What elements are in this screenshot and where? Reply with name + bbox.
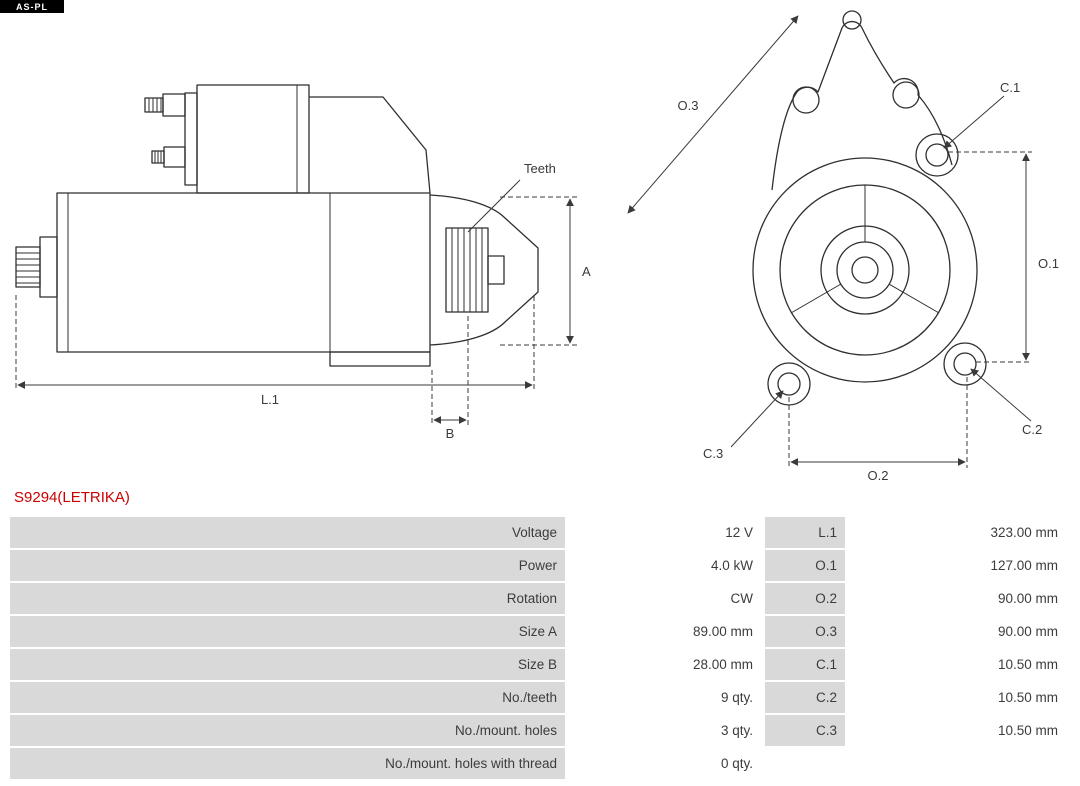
brand-logo-text: AS-PL (16, 1, 48, 12)
mount-hole-c2 (953, 352, 977, 376)
brand-logo: AS-PL (0, 0, 64, 13)
spec-value: 3 qty. (569, 715, 761, 746)
dim-label-c1: C.1 (1000, 80, 1020, 95)
dim-label-c3: C.3 (703, 446, 723, 461)
dim-code: C.3 (765, 715, 845, 746)
dim-code: O.3 (765, 616, 845, 647)
dim-label-o2: O.2 (868, 468, 889, 483)
dim-code: O.2 (765, 583, 845, 614)
spec-label: No./mount. holes with thread (10, 748, 565, 779)
shaft-bore (851, 256, 879, 284)
dim-value: 10.50 mm (849, 682, 1066, 713)
dim-value: 127.00 mm (849, 550, 1066, 581)
dim-code: C.2 (765, 682, 845, 713)
spec-label: Rotation (10, 583, 565, 614)
dim-value: 90.00 mm (849, 583, 1066, 614)
dim-label-l1: L.1 (261, 392, 279, 407)
spec-label: Power (10, 550, 565, 581)
spec-label: Size A (10, 616, 565, 647)
spec-label: No./mount. holes (10, 715, 565, 746)
flange-outline (752, 157, 978, 383)
dim-code: C.1 (765, 649, 845, 680)
top-bracket (771, 10, 953, 191)
solenoid-outline (184, 84, 431, 194)
side-view-drawing: Teeth A L.1 B (15, 84, 591, 441)
dim-label-teeth: Teeth (524, 161, 556, 176)
spec-table: Voltage 12 V L.1 323.00 mm Power 4.0 kW … (10, 517, 1066, 779)
dim-value: 323.00 mm (849, 517, 1066, 548)
spec-value: 4.0 kW (569, 550, 761, 581)
pinion-shaft-collar (487, 255, 505, 285)
dim-value: 10.50 mm (849, 649, 1066, 680)
dim-value: 10.50 mm (849, 715, 1066, 746)
mount-hole-c1 (925, 143, 949, 167)
dim-label-a: A (582, 264, 591, 279)
spec-label: Size B (10, 649, 565, 680)
dim-label-b: B (446, 426, 455, 441)
dim-code: O.1 (765, 550, 845, 581)
flange-lobe-c1 (915, 133, 959, 177)
spec-label: Voltage (10, 517, 565, 548)
mount-hole-c3 (777, 372, 801, 396)
drive-end-housing (429, 194, 539, 346)
dim-value: 90.00 mm (849, 616, 1066, 647)
spec-value: 12 V (569, 517, 761, 548)
motor-foot-outline (329, 351, 431, 367)
front-view-drawing: O.3 C.1 O.1 C.2 C.3 O.2 (627, 10, 1059, 483)
dim-label-c2: C.2 (1022, 422, 1042, 437)
flange-lobe-c2 (943, 342, 987, 386)
body-terminal-stud (15, 236, 58, 298)
motor-body-outline (56, 192, 431, 353)
dim-value-empty (849, 748, 1066, 779)
spec-label: No./teeth (10, 682, 565, 713)
starter-motor-technical-drawing: Teeth A L.1 B (15, 10, 1059, 483)
spec-value: 89.00 mm (569, 616, 761, 647)
dim-label-o1: O.1 (1038, 256, 1059, 271)
spec-value: 9 qty. (569, 682, 761, 713)
solenoid-terminals (144, 93, 186, 168)
spec-value: CW (569, 583, 761, 614)
dim-label-o3: O.3 (678, 98, 699, 113)
spec-value: 28.00 mm (569, 649, 761, 680)
spec-value: 0 qty. (569, 748, 761, 779)
part-number: S9294(LETRIKA) (14, 489, 130, 506)
dim-code-empty (765, 748, 845, 779)
dim-code: L.1 (765, 517, 845, 548)
